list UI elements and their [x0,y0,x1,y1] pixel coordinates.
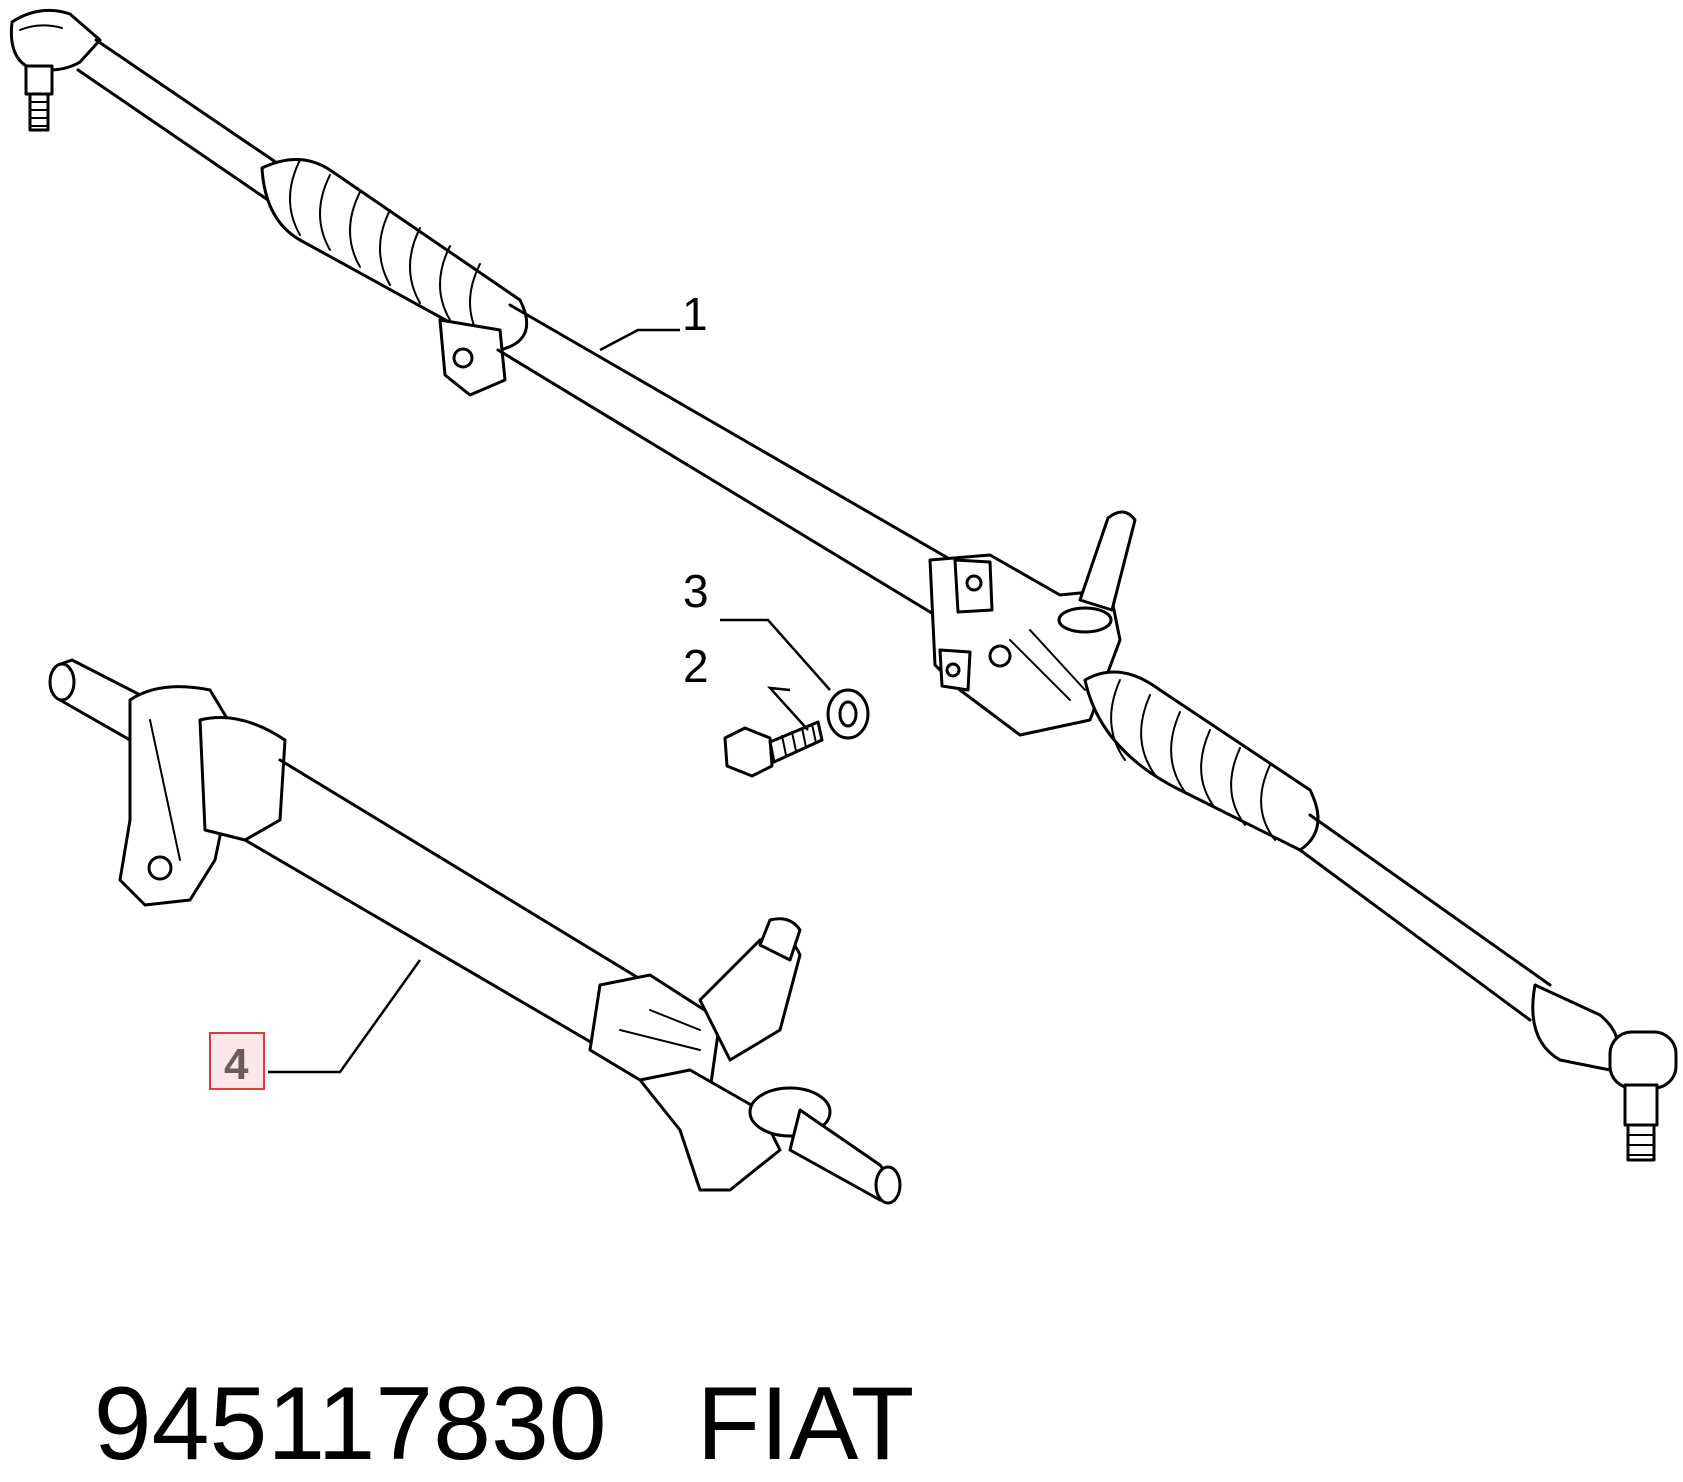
washer [826,688,870,740]
callout-2-label: 2 [683,640,709,692]
callout-leaders [268,328,831,1074]
left-tie-rod-end [9,8,102,132]
callout-4-label: 4 [224,1040,249,1089]
pinion-housing [928,510,1137,737]
brand-name: FIAT [696,1366,915,1482]
callout-1-label: 1 [682,288,708,340]
left-mounting-bracket [438,318,507,397]
callout-3-label: 3 [683,565,709,617]
steering-rack-housing[interactable] [48,658,902,1205]
steering-rack-assembly [9,8,1678,1162]
part-number: 945117830 [93,1366,607,1482]
right-tie-rod-end [1531,983,1678,1162]
right-bellows-boot [1083,670,1320,852]
left-bellows-boot [260,158,529,352]
callout-4-highlight[interactable]: 4 [209,1032,265,1090]
bolt [723,720,824,778]
